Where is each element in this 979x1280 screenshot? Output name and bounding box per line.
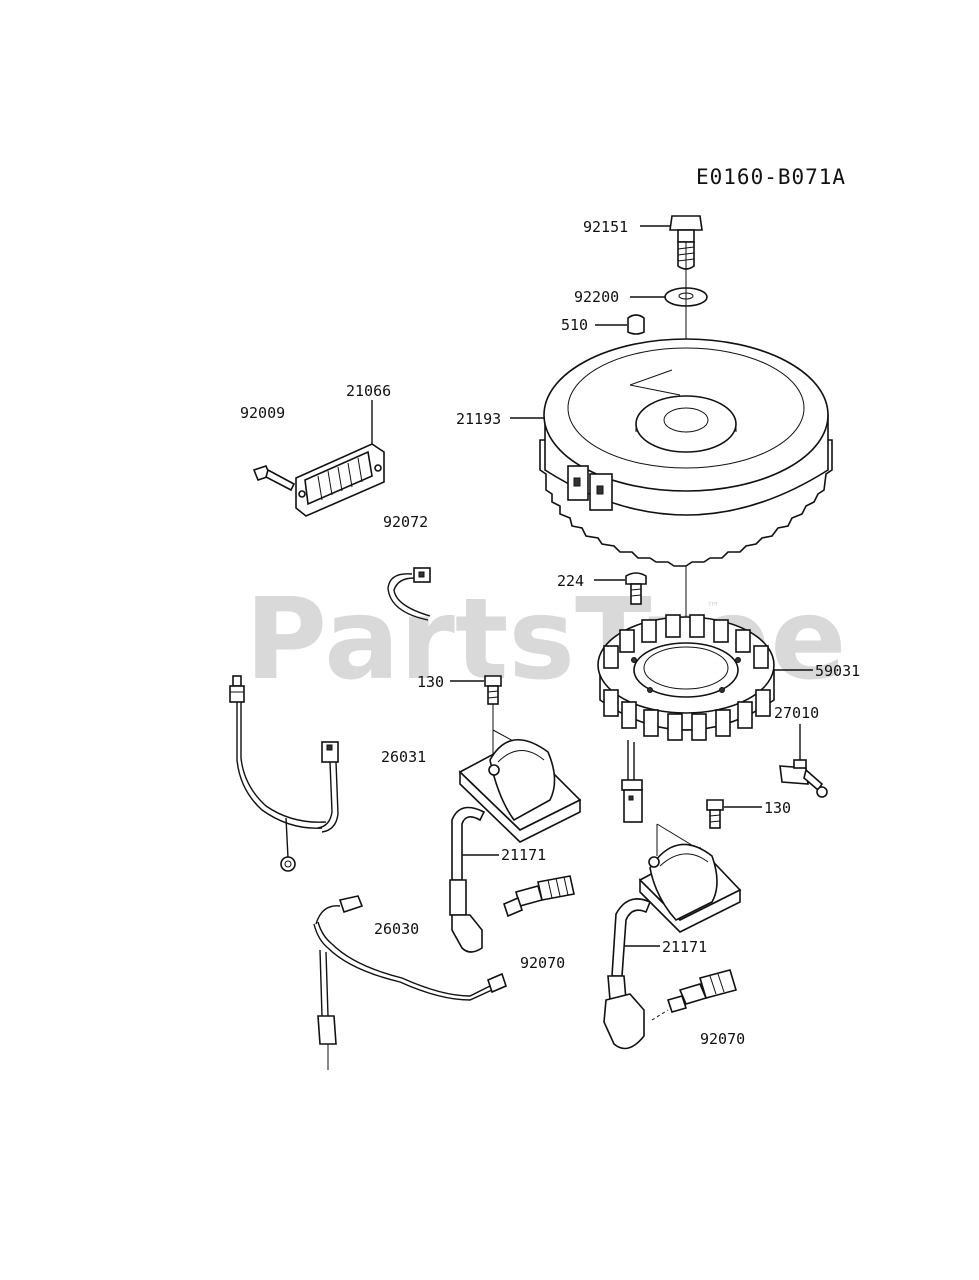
label-27010[interactable]: 27010 <box>774 704 819 722</box>
label-92151[interactable]: 92151 <box>583 218 628 236</box>
diagram-code: E0160-B071A <box>696 165 846 189</box>
lead-92072[interactable] <box>387 567 431 621</box>
label-59031[interactable]: 59031 <box>815 662 860 680</box>
label-92072[interactable]: 92072 <box>383 513 428 531</box>
stator-59031[interactable] <box>597 614 775 823</box>
label-92200[interactable]: 92200 <box>574 288 619 306</box>
harness-26030[interactable] <box>313 895 507 1070</box>
label-224[interactable]: 224 <box>557 572 584 590</box>
label-92070-right[interactable]: 92070 <box>700 1030 745 1048</box>
spark-plug-right[interactable] <box>651 969 738 1021</box>
label-130-right[interactable]: 130 <box>764 799 791 817</box>
spark-plug-left[interactable] <box>503 875 575 918</box>
label-130-left[interactable]: 130 <box>417 673 444 691</box>
key-510[interactable] <box>627 314 645 335</box>
bolt-130-right[interactable] <box>706 799 724 829</box>
label-21193[interactable]: 21193 <box>456 410 501 428</box>
label-26031[interactable]: 26031 <box>381 748 426 766</box>
label-92070-left[interactable]: 92070 <box>520 954 565 972</box>
bolt-224[interactable] <box>625 572 647 605</box>
harness-left[interactable] <box>229 675 339 872</box>
ignition-coil-right[interactable] <box>603 823 742 1050</box>
watermark-trademark: ™ <box>706 600 720 616</box>
bolt-130-left[interactable] <box>484 675 502 705</box>
label-21171-left[interactable]: 21171 <box>501 846 546 864</box>
flywheel-21193[interactable] <box>539 338 833 567</box>
ignition-coil-left[interactable] <box>449 729 582 953</box>
bolt-92009[interactable] <box>252 465 296 492</box>
label-92009[interactable]: 92009 <box>240 404 285 422</box>
switch-27010[interactable] <box>779 759 828 798</box>
label-21066[interactable]: 21066 <box>346 382 391 400</box>
regulator-21066[interactable] <box>295 443 385 517</box>
label-21171-right[interactable]: 21171 <box>662 938 707 956</box>
label-510[interactable]: 510 <box>561 316 588 334</box>
label-26030[interactable]: 26030 <box>374 920 419 938</box>
